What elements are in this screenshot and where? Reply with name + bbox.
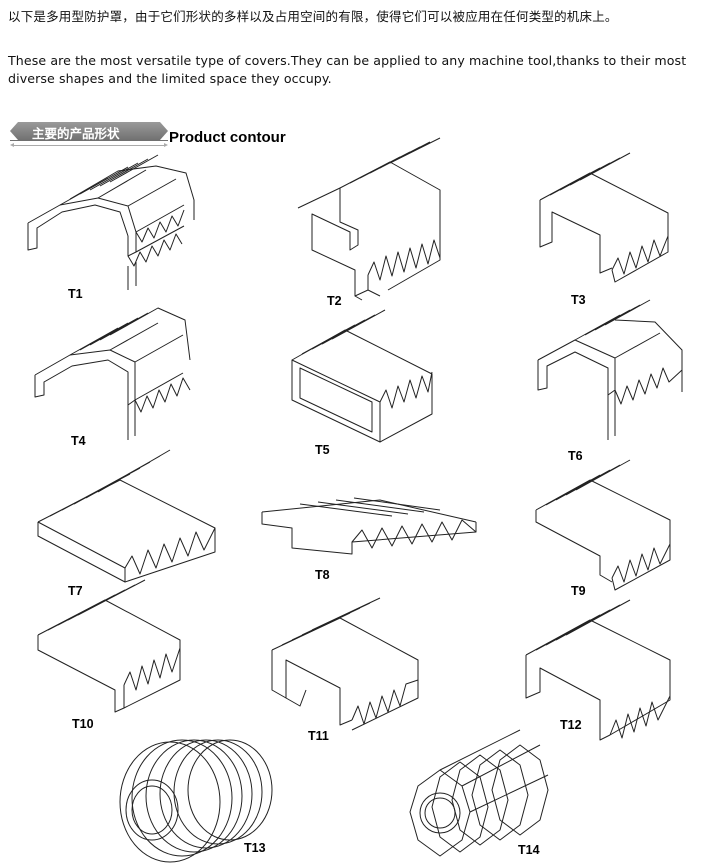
- product-t3-drawing: [539, 152, 669, 283]
- product-t9-drawing: [535, 459, 671, 591]
- product-t10-drawing: [37, 579, 181, 713]
- product-t8-label: T8: [315, 568, 330, 582]
- product-t6-label: T6: [568, 449, 583, 463]
- product-t9-label: T9: [571, 584, 586, 598]
- section-title: Product contour: [169, 129, 286, 146]
- product-t14-label: T14: [518, 843, 540, 857]
- product-t11-drawing: [271, 597, 419, 731]
- banner-ribbon: [10, 122, 168, 141]
- product-t8-drawing: [261, 497, 477, 555]
- product-t13-drawing: [119, 739, 273, 863]
- product-t11-label: T11: [308, 729, 329, 743]
- product-t13-label: T13: [244, 841, 266, 855]
- product-t1-label: T1: [68, 287, 83, 301]
- product-t6-drawing: [537, 299, 683, 440]
- banner-underline: [10, 143, 168, 147]
- intro-english-text: These are the most versatile type of cov…: [8, 53, 687, 86]
- product-t10-label: T10: [72, 717, 94, 731]
- product-t7-drawing: [37, 449, 216, 583]
- product-t12-label: T12: [560, 718, 582, 732]
- product-t1-drawing: [27, 154, 195, 290]
- section-banner: 主要的产品形状: [10, 120, 168, 150]
- product-t2-label: T2: [327, 294, 342, 308]
- product-t5-label: T5: [315, 443, 330, 457]
- product-t5-drawing: [291, 309, 433, 443]
- product-t2-drawing: [297, 137, 441, 301]
- product-t7-label: T7: [68, 584, 83, 598]
- product-t14-drawing: [409, 729, 549, 857]
- banner-title-cn: 主要的产品形状: [32, 126, 120, 141]
- product-t3-label: T3: [571, 293, 586, 307]
- product-t4-drawing: [34, 307, 191, 440]
- product-t12-drawing: [525, 599, 671, 741]
- product-t4-label: T4: [71, 434, 86, 448]
- intro-chinese-text: 以下是多用型防护罩，由于它们形状的多样以及占用空间的有限，使得它们可以被应用在任…: [8, 9, 618, 24]
